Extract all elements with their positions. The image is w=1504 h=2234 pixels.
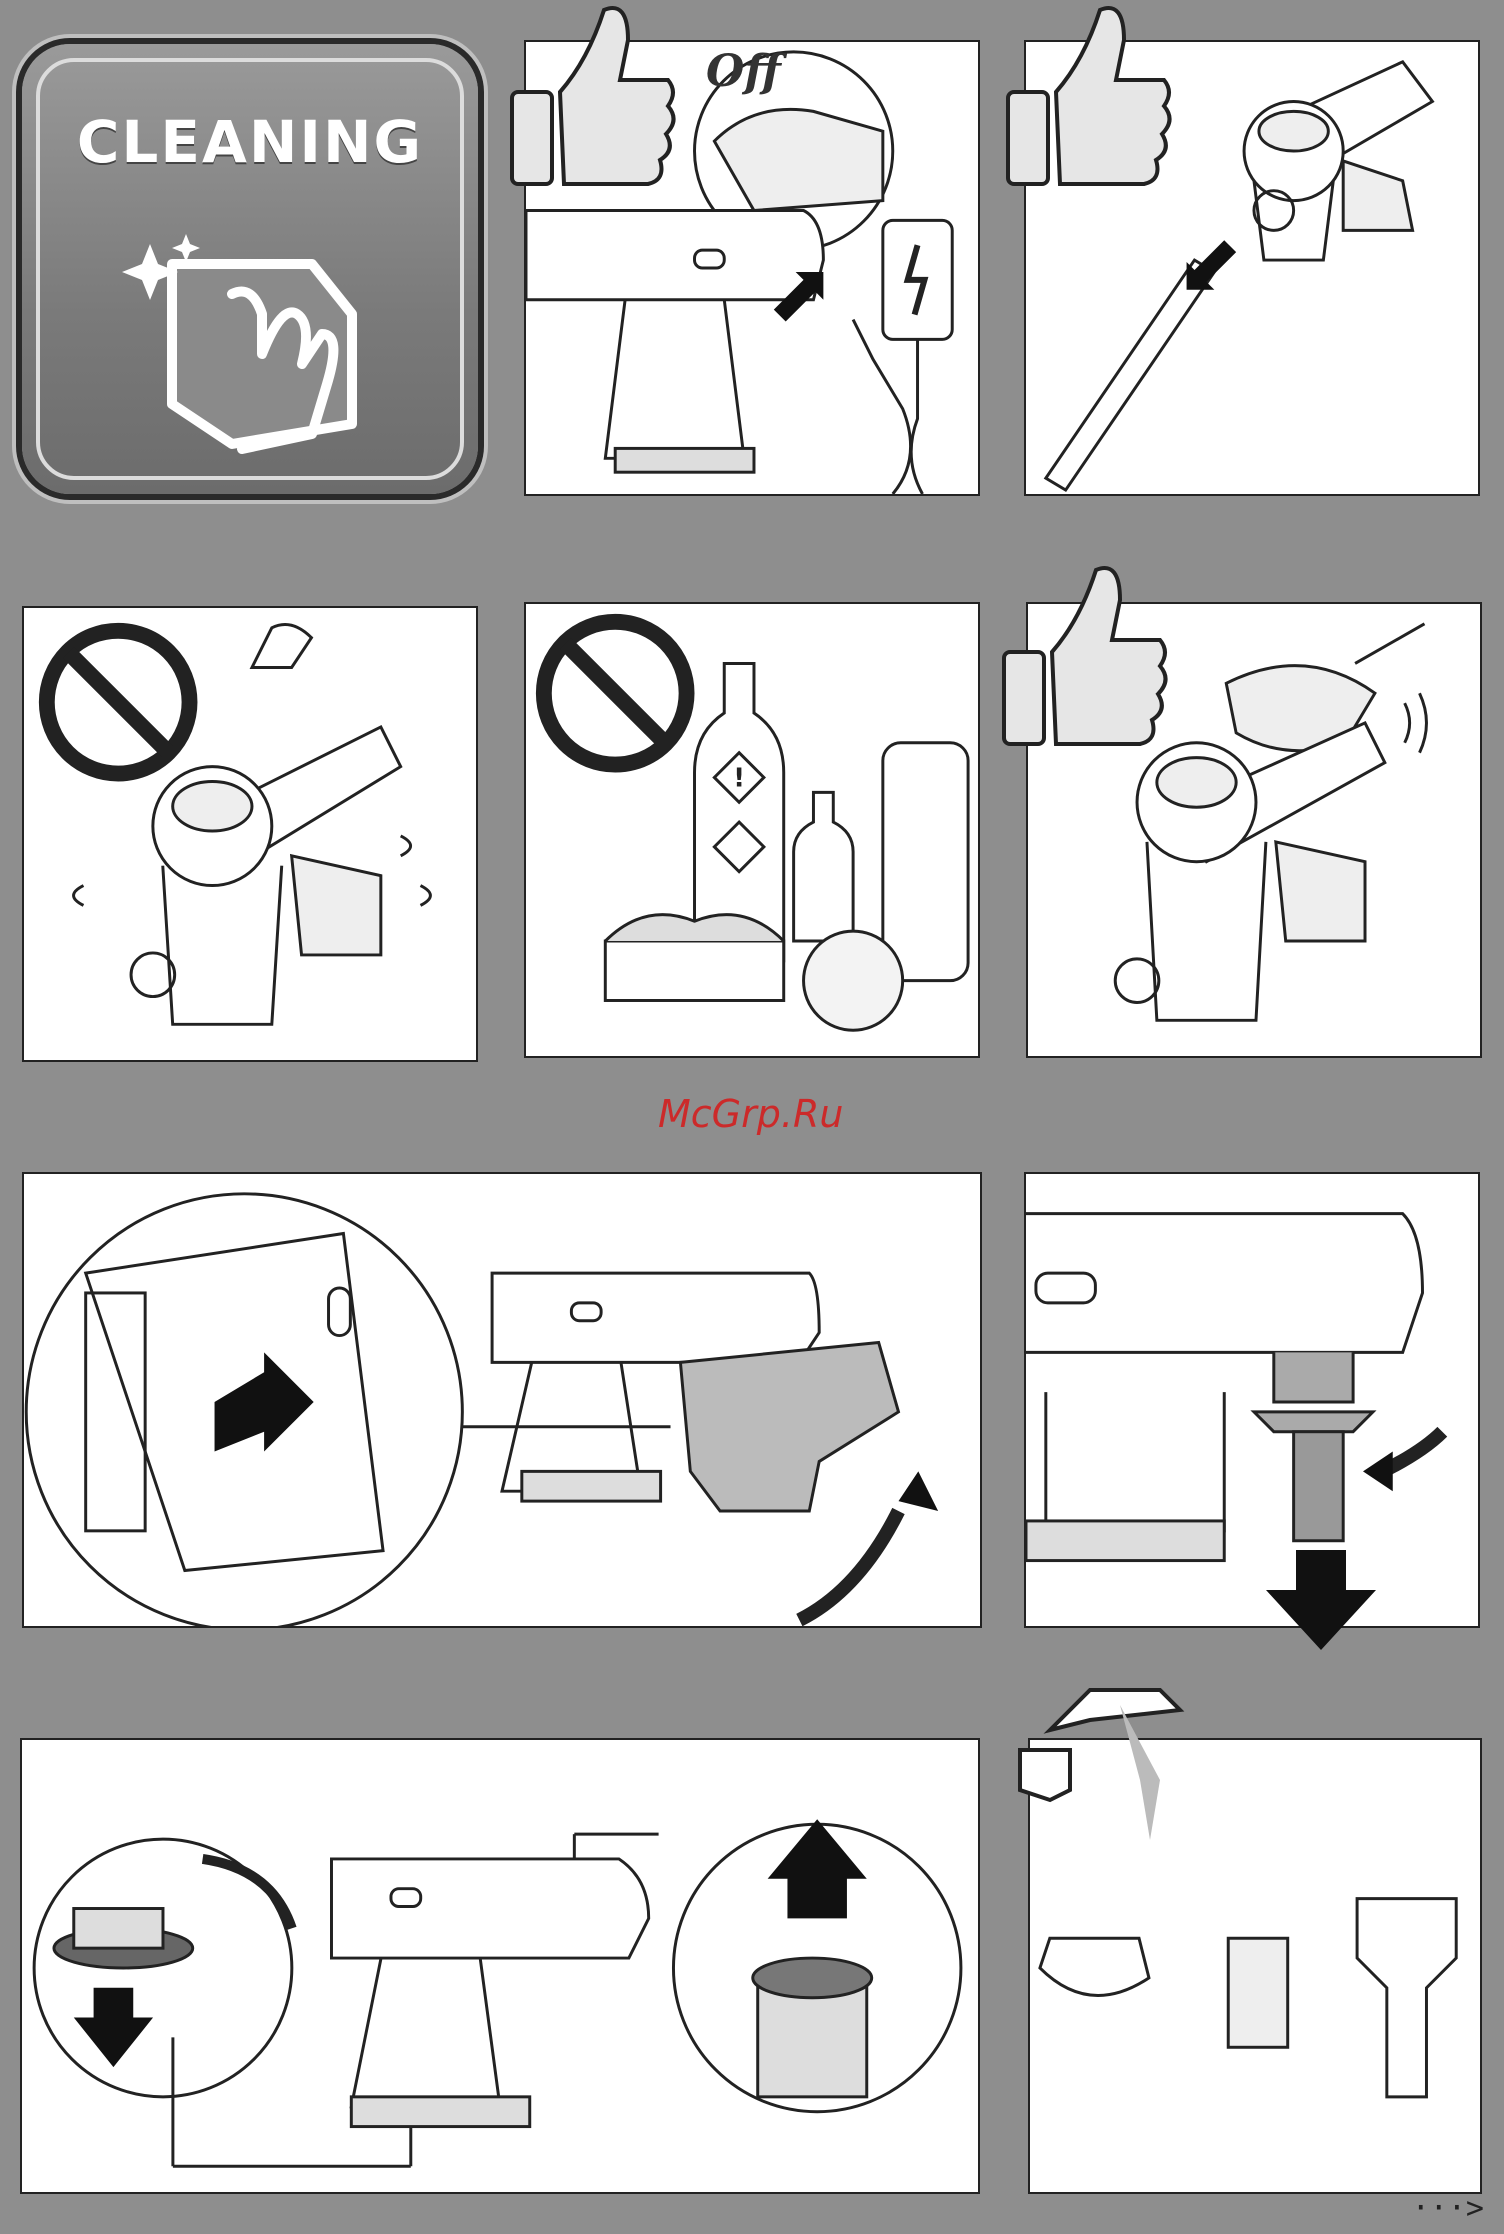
panel-no-water bbox=[22, 606, 478, 1062]
cleaning-badge: CLEANING bbox=[22, 44, 478, 494]
panel-remove-dust-container bbox=[22, 1172, 982, 1628]
no-water-illustration bbox=[24, 608, 476, 1060]
off-label: Off bbox=[706, 46, 781, 97]
badge-title: CLEANING bbox=[22, 108, 478, 176]
thumbs-up-icon bbox=[1000, 560, 1170, 750]
remove-dust-container-illustration bbox=[24, 1174, 980, 1626]
watermark: McGrp.Ru bbox=[658, 1092, 843, 1136]
thumbs-up-icon bbox=[508, 0, 678, 190]
svg-text:!: ! bbox=[733, 763, 745, 793]
remove-filters-illustration bbox=[22, 1740, 978, 2192]
down-arrow-icon bbox=[1266, 1550, 1376, 1650]
twist-cyclone-illustration bbox=[1026, 1174, 1478, 1626]
panel-remove-filters bbox=[20, 1738, 980, 2194]
cleaning-cloth-icon bbox=[112, 224, 412, 464]
panel-twist-cyclone bbox=[1024, 1172, 1480, 1628]
thumbs-up-icon bbox=[1004, 0, 1174, 190]
next-page-indicator[interactable]: ···> bbox=[1412, 2191, 1484, 2226]
panel-no-solvents: ! bbox=[524, 602, 980, 1058]
no-solvents-illustration: ! bbox=[526, 604, 978, 1056]
water-tap-icon bbox=[1010, 1670, 1210, 1860]
